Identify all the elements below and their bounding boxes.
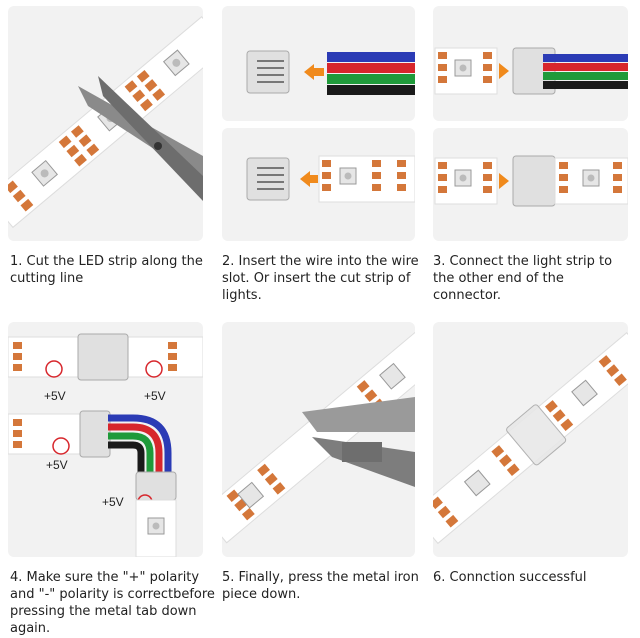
step-1-image [8,6,203,241]
plus5v-label-a: +5V [44,389,66,403]
connector [246,157,290,201]
connector [246,50,290,94]
arrow-left-icon [300,171,310,187]
connector [77,333,129,381]
wire-bundle [327,52,415,95]
step-4-image: +5V +5V +5V +5V [8,322,203,557]
step-3-image-wires [433,6,628,121]
step-2-image-strip [222,128,415,241]
step-6-image [433,322,628,557]
arrow-right-icon [499,173,509,189]
arrow-right-icon [499,63,509,79]
connector [506,404,567,466]
plus5v-label-d: +5V [102,495,124,509]
plus5v-label-b: +5V [144,389,166,403]
polarity-marker [145,360,163,378]
step-4-caption: 4. Make sure the "+" polarity and "-" po… [10,570,215,636]
solder-pads [8,69,166,212]
connector [512,155,556,207]
step-1-caption: 1. Cut the LED strip along the cutting l… [10,254,203,286]
step-5-image [222,322,415,557]
step-3-caption: 3. Connect the light strip to the other … [433,254,613,303]
polarity-marker [45,360,63,378]
step-2-caption: 2. Insert the wire into the wire slot. O… [222,254,419,303]
wire-bundle [543,54,628,89]
arrow-left-icon [304,64,314,80]
step-5-caption: 5. Finally, press the metal iron piece d… [222,570,419,602]
plus5v-label-c: +5V [46,458,68,472]
curved-wires [108,414,172,472]
scissors-icon [78,76,203,201]
step-3-image-strip [433,128,628,241]
step-2-image-wires [222,6,415,121]
step-6-caption: 6. Connction successful [433,570,587,585]
pliers-icon [302,397,415,487]
